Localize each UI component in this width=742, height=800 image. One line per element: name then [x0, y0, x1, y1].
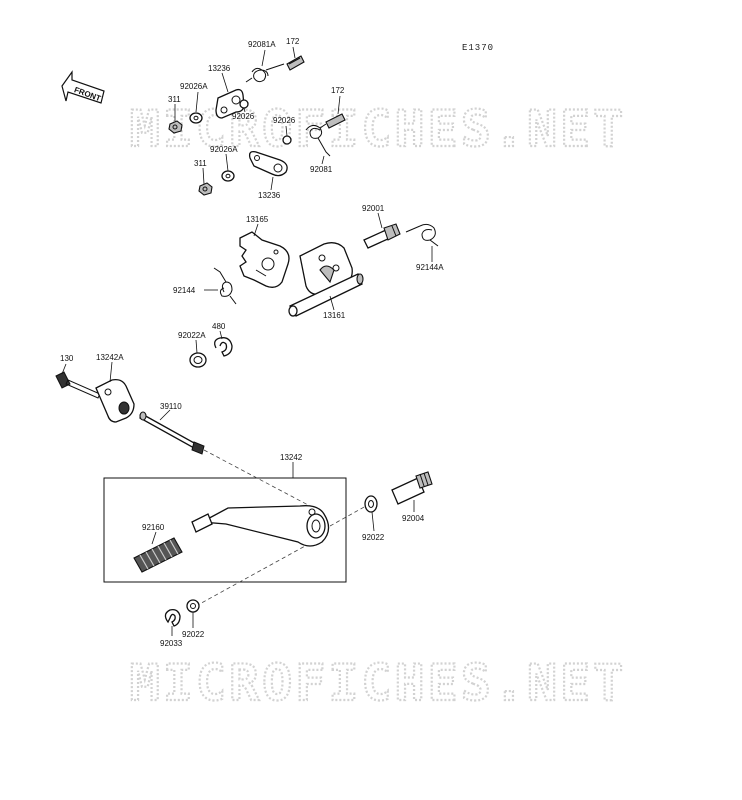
- part-label: 13236: [208, 64, 231, 73]
- washer-92026-b-icon: [282, 135, 292, 145]
- part-label: 39110: [160, 402, 182, 411]
- bolt-92001-icon: [363, 223, 401, 249]
- plate-13165-icon: [239, 231, 290, 288]
- bolt-92004-icon: [391, 471, 433, 505]
- spring-92081-icon: [305, 123, 331, 157]
- part-label: 480: [212, 322, 226, 331]
- pin-172-right-icon: [325, 113, 346, 129]
- arm-13236-bottom-icon: [248, 150, 288, 177]
- part-label: 92081: [310, 165, 333, 174]
- arm-13236-top-icon: [215, 88, 245, 119]
- part-label: 130: [60, 354, 74, 363]
- rod-39110-icon: [139, 411, 205, 455]
- part-label: 92026A: [180, 82, 208, 91]
- spring-92144A-icon: [405, 223, 439, 247]
- part-label: 13242A: [96, 353, 124, 362]
- shaft-13161-icon: [288, 242, 364, 317]
- part-label: 92144: [173, 286, 196, 295]
- bolt-130-icon: [55, 371, 101, 399]
- part-labels: 92081A 172 13236 92026A 311 92026 172 92…: [60, 37, 444, 648]
- spring-92144-icon: [213, 267, 237, 305]
- part-label: 13242: [280, 453, 303, 462]
- washer-92026-a-icon: [239, 99, 249, 109]
- pin-172-top-icon: [286, 55, 305, 71]
- part-label: 311: [168, 95, 181, 104]
- part-label: 92081A: [248, 40, 276, 49]
- washer-92022-bottom-icon: [186, 599, 200, 613]
- part-label: 172: [331, 86, 345, 95]
- pedal-rubber-92160-icon: [133, 537, 183, 573]
- spring-92081A-icon: [245, 63, 285, 83]
- part-label: 311: [194, 159, 207, 168]
- part-label: 92022: [362, 533, 385, 542]
- diagram-code: E1370: [462, 43, 494, 53]
- part-label: 92026A: [210, 145, 238, 154]
- part-label: 92022: [182, 630, 205, 639]
- front-arrow-icon: FRONT: [61, 70, 105, 104]
- nut-311-bottom-icon: [198, 182, 213, 196]
- part-label: 172: [286, 37, 300, 46]
- part-label: 92033: [160, 639, 183, 648]
- part-label: 92160: [142, 523, 165, 532]
- part-label: 92001: [362, 204, 385, 213]
- part-label: 13165: [246, 215, 269, 224]
- washer-92022A-icon: [189, 352, 207, 368]
- part-label: 13161: [323, 311, 346, 320]
- part-label: 13236: [258, 191, 281, 200]
- watermark-bottom: MICROFICHES.NET: [130, 654, 627, 712]
- part-label: 92022A: [178, 331, 206, 340]
- circlip-92033-icon: [164, 608, 181, 627]
- part-label: 92026: [273, 116, 296, 125]
- pedal-arm-icon: [191, 505, 330, 547]
- washer-92026A-bottom-icon: [221, 170, 235, 182]
- assembly-box-13242: [103, 477, 347, 583]
- washer-92022-right-icon: [364, 495, 378, 513]
- washer-92026A-top-icon: [189, 112, 203, 124]
- part-label: 92144A: [416, 263, 444, 272]
- clamp-13242A-icon: [95, 378, 135, 423]
- part-label: 92026: [232, 112, 255, 121]
- part-label: 92004: [402, 514, 425, 523]
- circlip-480-icon: [214, 337, 233, 357]
- watermark-top: MICROFICHES.NET: [130, 100, 627, 158]
- nut-311-top-icon: [168, 120, 183, 134]
